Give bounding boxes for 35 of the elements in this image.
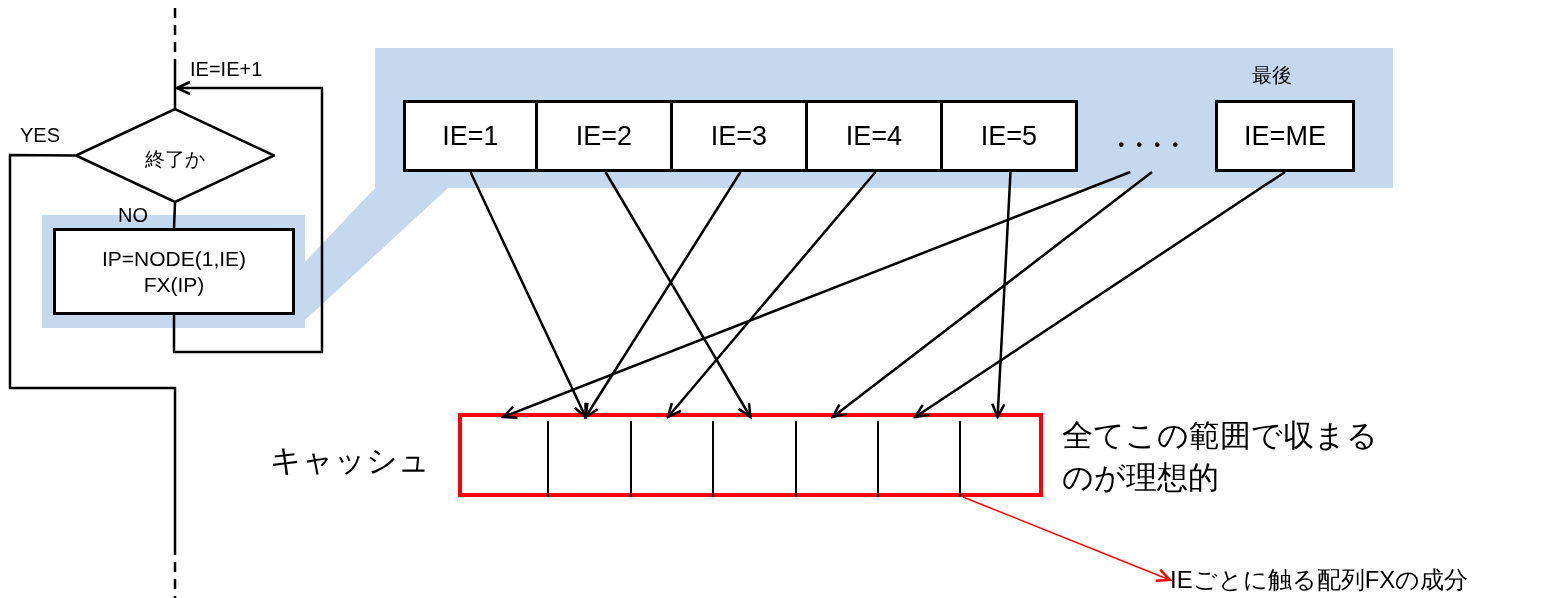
connector-line: [8, 153, 177, 545]
edge-label: NO: [118, 204, 148, 227]
arrow: [831, 171, 1153, 419]
arrow: [962, 496, 1172, 582]
array-element-box: IE=ME: [1215, 100, 1355, 172]
cache-cell: [630, 421, 714, 497]
arrow: [501, 170, 1131, 420]
annotation-text: IEごとに触る配列FXの成分: [1170, 562, 1555, 598]
arrow: [913, 170, 1286, 419]
array-element-box: IE=4: [808, 100, 943, 172]
array-element-box: IE=1: [403, 100, 538, 172]
ellipsis-text: ・・・・: [1110, 118, 1180, 172]
cache-frame: [458, 413, 1043, 497]
arrow: [604, 171, 752, 419]
caption-text: 最後: [1252, 63, 1292, 88]
arrow: [469, 171, 587, 419]
arrow: [666, 171, 877, 419]
array-element-box: IE=5: [943, 100, 1078, 172]
edge-label: IE=IE+1: [190, 58, 263, 81]
cache-cell: [878, 421, 961, 497]
caption-text: 全てこの範囲で収まるのが理想的: [1062, 417, 1379, 497]
arrow: [991, 171, 1012, 419]
process-box: IP=NODE(1,IE) FX(IP): [53, 228, 295, 315]
cache-cell: [548, 421, 631, 497]
arrow: [584, 171, 742, 419]
caption-text: キャッシュ: [270, 442, 430, 480]
cache-cell: [795, 421, 878, 497]
array-element-box: IE=2: [538, 100, 673, 172]
edge-label: YES: [20, 124, 61, 147]
cache-cell: [713, 421, 796, 497]
arrow: [172, 80, 324, 354]
connector-line: [172, 202, 177, 229]
array-element-box: IE=3: [673, 100, 808, 172]
decision-diamond: 終了か: [75, 108, 275, 203]
connector-line: [173, 60, 177, 108]
